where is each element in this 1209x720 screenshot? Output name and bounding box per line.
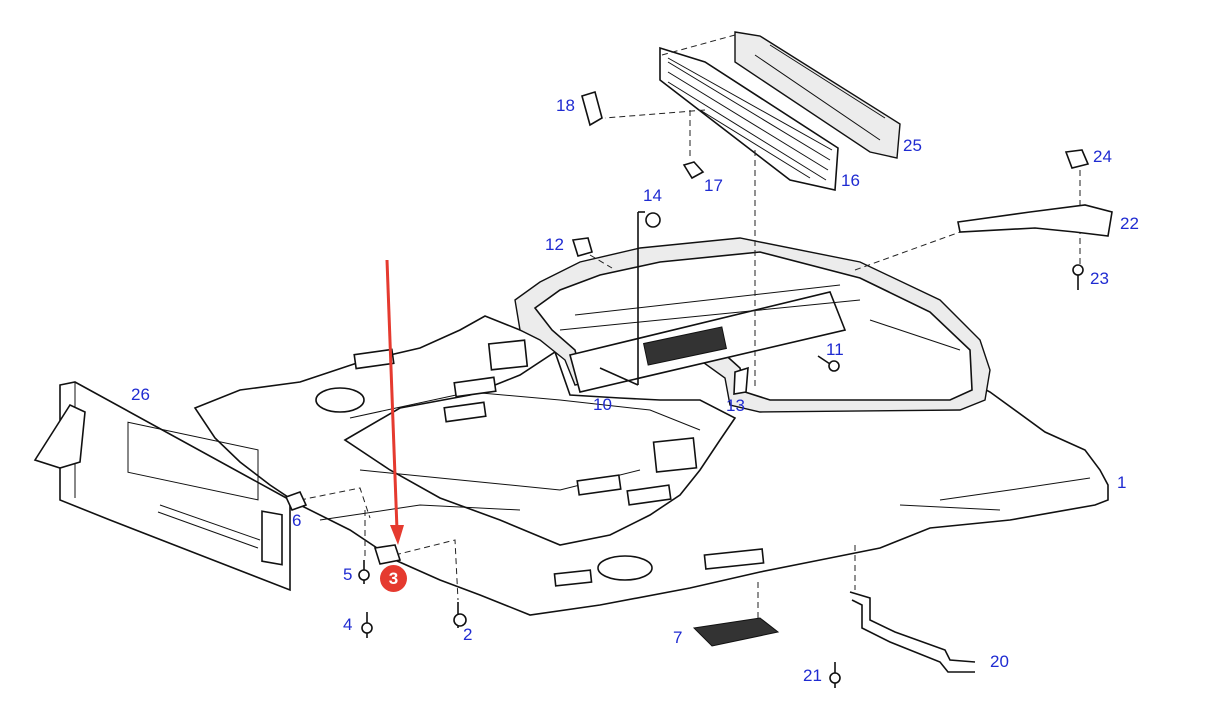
label-part-7: 7 <box>673 628 683 647</box>
filter-element <box>734 31 901 159</box>
floor-panel <box>193 237 1109 616</box>
highlight-arrow <box>385 259 404 545</box>
small-parts <box>284 90 1113 688</box>
vent-grille <box>659 46 839 191</box>
label-part-21: 21 <box>803 666 822 685</box>
label-part-12: 12 <box>545 235 564 254</box>
label-part-10: 10 <box>593 395 612 414</box>
leader-lines <box>299 34 1081 620</box>
label-part-2: 2 <box>463 625 473 644</box>
label-part-5: 5 <box>343 565 353 584</box>
highlighted-part-badge: 3 <box>380 565 407 592</box>
label-part-11: 11 <box>826 340 844 359</box>
label-part-4: 4 <box>343 615 353 634</box>
label-part-17: 17 <box>704 176 723 195</box>
label-part-23: 23 <box>1090 269 1109 288</box>
side-panel <box>33 381 291 592</box>
label-part-16: 16 <box>841 171 860 190</box>
label-part-14: 14 <box>643 186 662 205</box>
label-part-26: 26 <box>131 385 150 404</box>
label-part-24: 24 <box>1093 147 1112 166</box>
label-part-18: 18 <box>556 96 575 115</box>
label-part-22: 22 <box>1120 214 1139 233</box>
label-part-1: 1 <box>1117 473 1127 492</box>
label-part-25: 25 <box>903 136 922 155</box>
label-part-20: 20 <box>990 652 1009 671</box>
label-part-13: 13 <box>726 396 745 415</box>
label-part-6: 6 <box>292 511 302 530</box>
